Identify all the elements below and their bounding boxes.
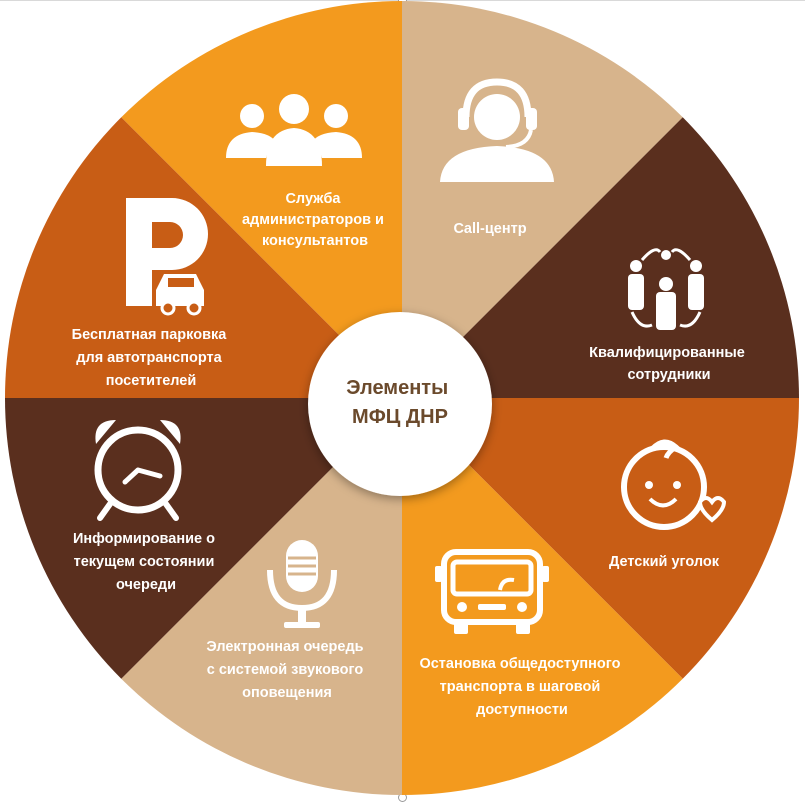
segment-info: [5, 398, 402, 695]
headset-operator-icon: [440, 78, 554, 182]
segment-transport: [402, 398, 699, 795]
label-staff: Квалифицированные сотрудники: [589, 345, 749, 383]
segment-queue: [105, 398, 402, 795]
team-network-icon: [628, 248, 704, 330]
people-group-icon: [226, 94, 362, 166]
segment-admins: [105, 1, 402, 398]
alarm-clock-icon: [94, 420, 182, 521]
parking-car-icon: [126, 198, 208, 316]
label-parking: Бесплатная парковка для автотранспорта п…: [72, 327, 231, 389]
bus-icon: [435, 549, 549, 634]
center-title: Элементы МФЦ ДНР: [346, 377, 453, 428]
label-queue: Электронная очередь с системой звукового…: [206, 639, 367, 701]
label-admins: Служба администраторов и консультантов: [242, 191, 388, 249]
label-kids: Детский уголок: [609, 554, 720, 570]
child-face-icon: [621, 439, 727, 530]
center-circle: [308, 312, 492, 496]
label-transport: Остановка общедоступного транспорта в ша…: [419, 656, 624, 718]
microphone-icon: [267, 540, 337, 628]
label-callcenter: Call-центр: [453, 221, 526, 237]
segment-kids: [402, 398, 799, 695]
segment-callcenter: [402, 1, 699, 398]
label-info: Информирование о текущем состоянии очере…: [73, 531, 219, 593]
segment-staff: [402, 101, 799, 398]
